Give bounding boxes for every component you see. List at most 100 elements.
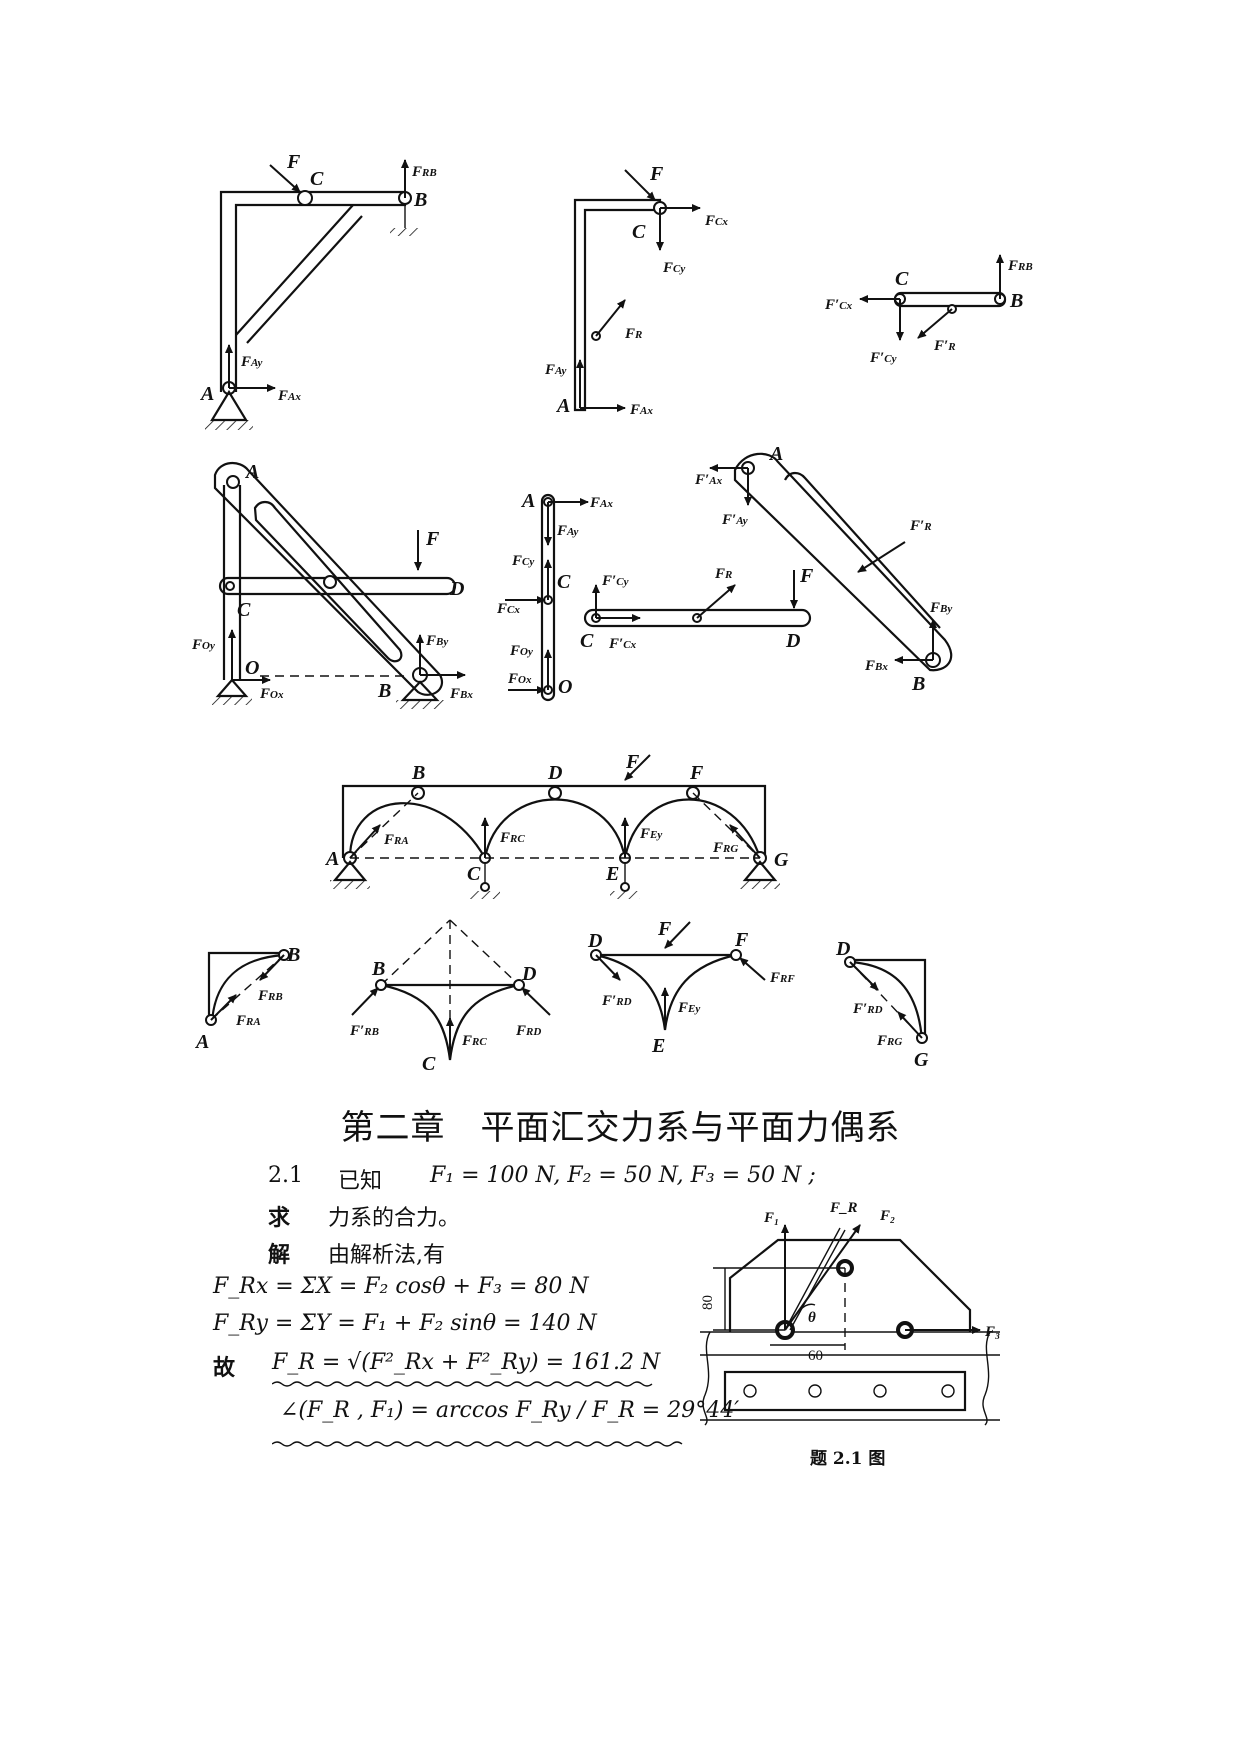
svg-text:FRC: FRC bbox=[461, 1033, 487, 1049]
svg-text:FRB: FRB bbox=[257, 988, 283, 1004]
problem-2-1-figure: F₁ F_R F₂ F₃ 80 60 θ bbox=[700, 1200, 1000, 1426]
svg-text:E: E bbox=[651, 1035, 665, 1057]
svg-text:B: B bbox=[286, 944, 300, 966]
svg-text:F: F bbox=[425, 528, 440, 550]
svg-text:D: D bbox=[521, 963, 536, 985]
solution-label: 解 bbox=[268, 1242, 291, 1268]
svg-text:B: B bbox=[371, 958, 385, 980]
svg-text:FR: FR bbox=[624, 326, 642, 342]
svg-text:A: A bbox=[244, 461, 259, 483]
svg-text:FBy: FBy bbox=[425, 633, 448, 649]
svg-text:F′Cx: F′Cx bbox=[824, 297, 853, 313]
svg-text:A: A bbox=[194, 1031, 209, 1053]
equation-angle: ∠(F_R , F₁) = arccos F_Ry / F_R = 29°44′ bbox=[280, 1398, 740, 1423]
svg-text:F′R: F′R bbox=[909, 518, 932, 534]
svg-text:FOy: FOy bbox=[191, 637, 215, 653]
svg-text:FRF: FRF bbox=[769, 970, 795, 986]
ask-label: 求 bbox=[268, 1205, 291, 1231]
svg-text:O: O bbox=[245, 657, 259, 679]
svg-text:FBx: FBx bbox=[449, 686, 473, 702]
svg-text:O: O bbox=[558, 676, 572, 698]
svg-text:A: A bbox=[520, 490, 535, 512]
svg-text:FBy: FBy bbox=[929, 600, 952, 616]
equation-frx: F_Rx = ΣX = F₂ cosθ + F₃ = 80 N bbox=[213, 1274, 589, 1299]
svg-text:F′Cy: F′Cy bbox=[601, 573, 629, 589]
arch-diagram: B D F F A FRA FRC FEy FRG G C E bbox=[324, 751, 789, 899]
frame2-diagram: A F D C FOy O FOx FBy B FBx bbox=[191, 461, 473, 709]
frame1-diagram: F C FRB B FAy A FAx bbox=[199, 151, 437, 430]
fig-label-fr: F_R bbox=[829, 1200, 858, 1216]
svg-text:FAy: FAy bbox=[556, 523, 579, 539]
label-B: B bbox=[413, 189, 427, 211]
svg-text:FCy: FCy bbox=[662, 260, 685, 276]
svg-text:B: B bbox=[911, 673, 925, 695]
given-values: F₁ = 100 N, F₂ = 50 N, F₃ = 50 N ; bbox=[430, 1163, 816, 1188]
svg-text:F: F bbox=[657, 918, 672, 940]
fig-label-theta: θ bbox=[808, 1310, 816, 1326]
frame1-part-diagram: F C FCx FCy FR FAy A FAx bbox=[544, 163, 728, 418]
underline-eq3 bbox=[272, 1381, 653, 1387]
ask-text: 力系的合力。 bbox=[328, 1206, 461, 1231]
svg-text:FAx: FAx bbox=[629, 402, 653, 418]
svg-text:FRD: FRD bbox=[515, 1023, 541, 1039]
figure-caption: 题 2.1 图 bbox=[810, 1449, 886, 1469]
svg-text:G: G bbox=[774, 849, 789, 871]
label-F: F bbox=[286, 151, 301, 173]
frame2-post-diagram: A FAx FAy FCy C FCx FOy FOx O bbox=[496, 490, 613, 702]
fig-label-f1: F₁ bbox=[763, 1210, 779, 1226]
svg-text:A: A bbox=[555, 395, 570, 417]
svg-text:FAy: FAy bbox=[544, 362, 567, 378]
svg-text:F′R: F′R bbox=[933, 338, 956, 354]
svg-text:FOy: FOy bbox=[509, 643, 533, 659]
svg-text:FBx: FBx bbox=[864, 658, 888, 674]
svg-text:F′RB: F′RB bbox=[349, 1023, 379, 1039]
svg-text:FCx: FCx bbox=[496, 601, 520, 617]
svg-text:FCx: FCx bbox=[704, 213, 728, 229]
fig-label-f2: F₂ bbox=[879, 1208, 895, 1224]
svg-text:G: G bbox=[914, 1049, 929, 1071]
svg-text:FRA: FRA bbox=[235, 1013, 261, 1029]
arch-parts-diagram: B FRB FRA A B D F′RB FRC FRD C D F F F′R… bbox=[194, 918, 929, 1075]
svg-text:C: C bbox=[632, 221, 646, 243]
svg-text:F: F bbox=[734, 929, 749, 951]
svg-text:A: A bbox=[768, 443, 783, 465]
label-A: A bbox=[199, 383, 214, 405]
svg-text:C: C bbox=[422, 1053, 436, 1075]
label-C: C bbox=[310, 168, 324, 190]
svg-text:FR: FR bbox=[714, 566, 732, 582]
fig-label-dim-v: 80 bbox=[700, 1295, 716, 1310]
svg-text:F′Ax: F′Ax bbox=[694, 472, 723, 488]
svg-text:C: C bbox=[467, 863, 481, 885]
svg-text:B: B bbox=[377, 680, 391, 702]
svg-text:FAx: FAx bbox=[589, 495, 613, 511]
label-FAx: FAx bbox=[277, 388, 301, 404]
svg-text:FRG: FRG bbox=[712, 840, 738, 856]
svg-text:FCy: FCy bbox=[511, 553, 534, 569]
svg-text:F: F bbox=[689, 762, 704, 784]
svg-text:C: C bbox=[237, 599, 251, 621]
svg-text:D: D bbox=[449, 578, 464, 600]
fig-label-f3: F₃ bbox=[984, 1324, 1000, 1340]
svg-text:F′Ay: F′Ay bbox=[721, 512, 748, 528]
svg-text:D: D bbox=[547, 762, 562, 784]
svg-text:C: C bbox=[895, 268, 909, 290]
svg-text:D: D bbox=[835, 938, 850, 960]
svg-text:FOx: FOx bbox=[507, 671, 532, 687]
svg-text:FEy: FEy bbox=[677, 1000, 700, 1016]
svg-text:F′Cy: F′Cy bbox=[869, 350, 897, 366]
svg-text:FRB: FRB bbox=[1007, 258, 1033, 274]
svg-text:F: F bbox=[799, 565, 814, 587]
svg-text:FOx: FOx bbox=[259, 686, 284, 702]
label-FRB: FRB bbox=[411, 164, 437, 180]
label-FAy: FAy bbox=[240, 354, 263, 370]
given-label: 已知 bbox=[338, 1169, 383, 1194]
therefore-label: 故 bbox=[213, 1355, 236, 1381]
svg-text:B: B bbox=[411, 762, 425, 784]
svg-text:FEy: FEy bbox=[639, 826, 662, 842]
svg-text:A: A bbox=[324, 848, 339, 870]
svg-text:C: C bbox=[580, 630, 594, 652]
underline-eq4 bbox=[272, 1441, 683, 1447]
svg-text:F′RD: F′RD bbox=[601, 993, 632, 1009]
frame2-bar-diagram: F′Cy FR F C F′Cx D bbox=[580, 565, 814, 652]
